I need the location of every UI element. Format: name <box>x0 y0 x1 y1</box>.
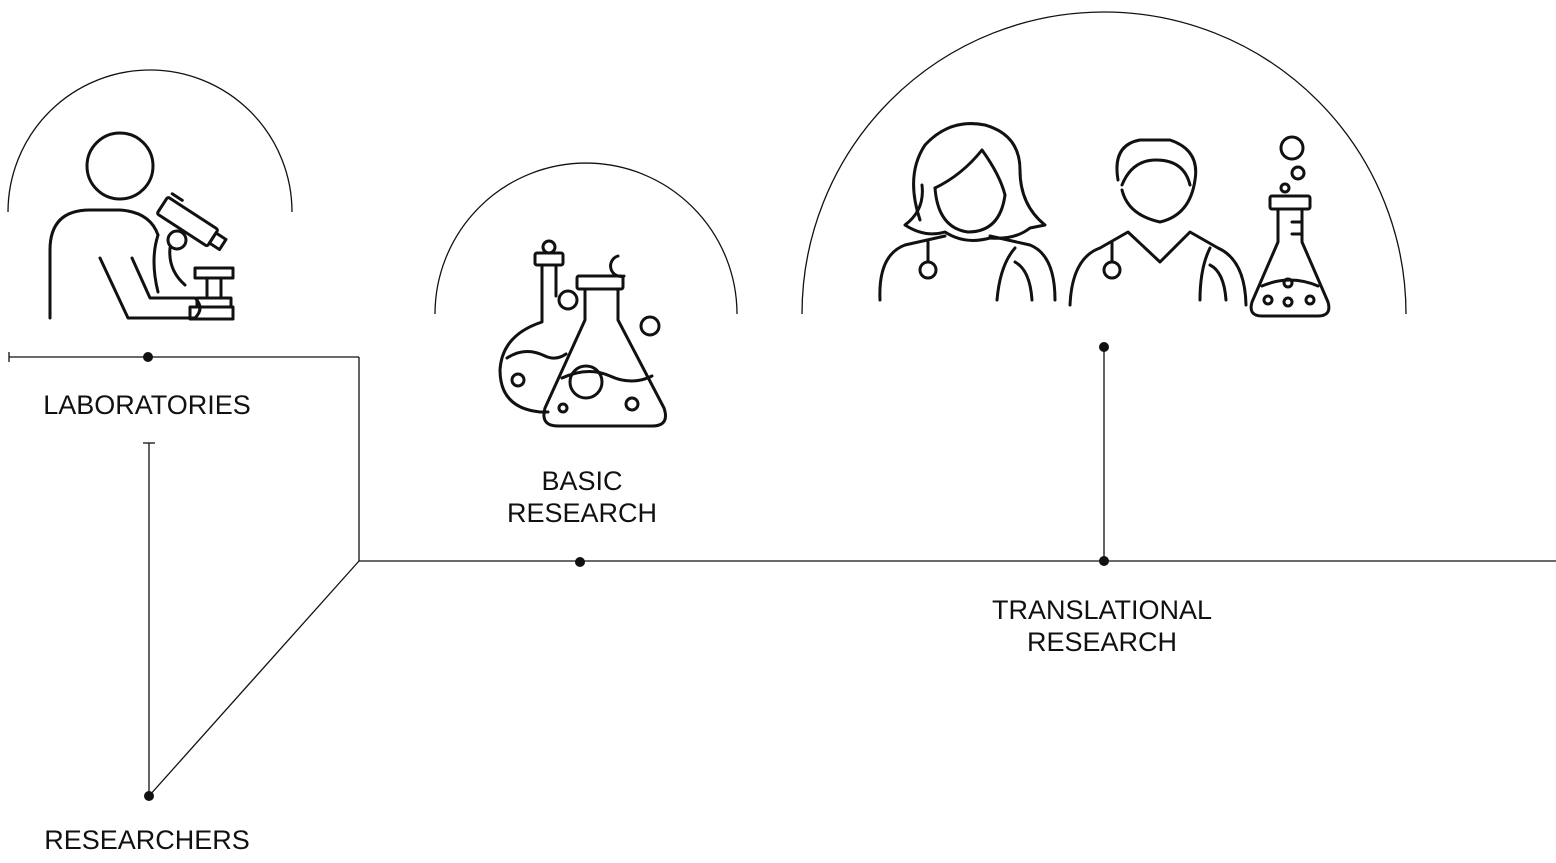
laboratories-dome <box>7 69 293 213</box>
connector-lines <box>8 347 1556 797</box>
translational-research-label: TRANSLATIONAL RESEARCH <box>991 595 1213 657</box>
translational-research-dome <box>801 11 1407 315</box>
researchers-node <box>144 791 154 801</box>
scientist-microscope-icon <box>48 131 235 321</box>
researchers-label: RESEARCHERS <box>44 825 250 855</box>
basic-research-node <box>575 557 585 567</box>
translational-research-node <box>1099 556 1109 566</box>
laboratories-label: LABORATORIES <box>43 390 251 420</box>
basic-research-dome <box>434 162 738 315</box>
translational-research-top-node <box>1099 342 1109 352</box>
laboratories-node <box>143 352 153 362</box>
basic-research-label: BASIC RESEARCH <box>506 466 658 528</box>
flasks-icon <box>498 239 667 428</box>
doctors-flask-icon <box>878 122 1331 318</box>
